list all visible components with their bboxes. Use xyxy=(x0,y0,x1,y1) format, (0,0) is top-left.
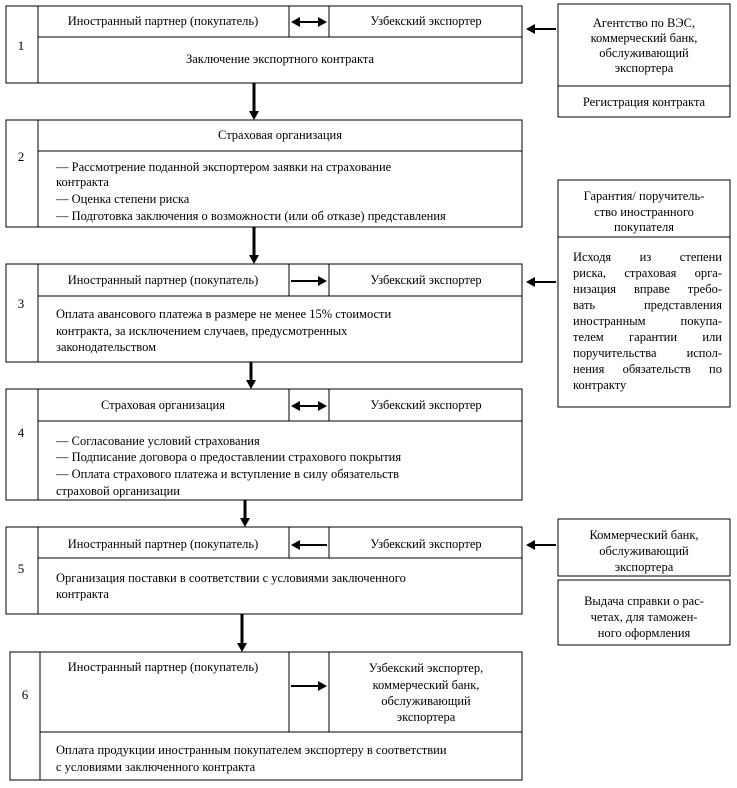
stage-4-item-4: страховой организации xyxy=(56,484,180,498)
stage-1-party-arrow-head-left xyxy=(291,17,300,27)
agency-title-line-2: коммерческий банк, xyxy=(590,31,698,45)
stage-3-left-party: Иностранный партнер (покупатель) xyxy=(67,273,259,287)
stage-6-outer-box xyxy=(9,651,523,781)
guarantee-title-line-3: покупателя xyxy=(614,220,674,234)
guarantee-to-stage-3-arrow-head xyxy=(526,277,535,287)
stage-3-party-arrow-head xyxy=(318,276,327,286)
stage-3-action-line-2: контракта, за исключением случаев, преду… xyxy=(56,324,348,338)
guarantee-body-line-8: нения обязательств по xyxy=(573,362,722,376)
guarantee-title-line-1: Гарантия/ поручитель- xyxy=(583,189,705,203)
guarantee-side-box xyxy=(557,179,731,408)
guarantee-body-line-6: телем гарантии или xyxy=(573,330,722,344)
stage-3-number: 3 xyxy=(17,296,25,311)
stage-6-right-party-line-4: экспортера xyxy=(396,710,456,724)
bank-body-line-2: четах, для таможен- xyxy=(590,610,698,624)
flow-arrow-5-6-head xyxy=(237,643,247,652)
stage-6-left-party: Иностранный партнер (покупатель) xyxy=(67,660,259,674)
stage-5-party-arrow-head xyxy=(291,540,300,550)
stage-2-header: Страховая организация xyxy=(218,128,342,142)
stage-5-action-line-1: Организация поставки в соответствии с ус… xyxy=(56,571,406,585)
agency-title-line-1: Агентство по ВЭС, xyxy=(592,16,696,30)
stage-1-outer-box xyxy=(5,5,523,84)
guarantee-body-line-2: риска, страховая орга- xyxy=(573,266,722,280)
guarantee-title-line-2: ство иностранного xyxy=(594,205,694,219)
stage-4-party-arrow-head-right xyxy=(318,401,327,411)
stage-6-party-arrow-head xyxy=(318,681,327,691)
agency-title-line-4: экспортера xyxy=(614,61,674,75)
guarantee-body-line-4: вать представления xyxy=(573,298,722,312)
flow-arrow-1-2-head xyxy=(249,111,259,120)
stage-4-item-2: — Подписание договора о предоставлении с… xyxy=(56,450,402,464)
stage-2-outer-box xyxy=(5,119,523,228)
stage-4-number: 4 xyxy=(17,425,25,440)
stage-2-item-3: — Оценка степени риска xyxy=(56,192,190,206)
stage-3-action-line-1: Оплата авансового платежа в размере не м… xyxy=(56,307,392,321)
stage-6-action-line-1: Оплата продукции иностранным покупателем… xyxy=(56,743,447,757)
guarantee-body-line-7: поручительства испол- xyxy=(573,346,722,360)
bank-body-line-1: Выдача справки о рас- xyxy=(584,594,704,608)
bank-title-line-1: Коммерческий банк, xyxy=(589,528,699,542)
stage-4-item-3: — Оплата страхового платежа и вступление… xyxy=(56,467,400,481)
bank-title-line-2: обслуживающий xyxy=(599,544,689,558)
stage-4-outer-box xyxy=(5,388,523,501)
agency-title-line-3: обслуживающий xyxy=(599,46,689,60)
stage-3-outer-box xyxy=(5,263,523,363)
bank-to-stage-5-arrow-head xyxy=(526,540,535,550)
stage-6-right-party-line-3: обслуживающий xyxy=(381,694,471,708)
stage-1-right-party: Узбекский экспортер xyxy=(370,14,482,28)
bank-title-line-3: экспортера xyxy=(614,560,674,574)
stage-5-action-line-2: контракта xyxy=(56,587,109,601)
stage-4-right-party: Узбекский экспортер xyxy=(370,398,482,412)
stage-5-outer-box xyxy=(5,526,523,615)
guarantee-body-line-3: низация вправе требо- xyxy=(573,282,722,296)
agency-side-box xyxy=(557,3,731,118)
stage-6-right-party-line-2: коммерческий банк, xyxy=(372,678,480,692)
agency-action: Регистрация контракта xyxy=(582,95,706,109)
stage-1-number: 1 xyxy=(17,38,25,53)
bank-side-box-body xyxy=(557,579,731,646)
guarantee-body-line-1: Исходя из степени xyxy=(573,250,722,264)
stage-4-party-arrow-head-left xyxy=(291,401,300,411)
stage-6-number: 6 xyxy=(21,687,29,702)
stage-4-item-1: — Согласование условий страхования xyxy=(56,434,260,448)
stage-1-action: Заключение экспортного контракта xyxy=(185,52,375,66)
stage-6-right-party-line-1: Узбекский экспортер, xyxy=(368,661,484,675)
stage-4-left-party: Страховая организация xyxy=(101,398,225,412)
flow-arrow-4-5-head xyxy=(240,518,250,527)
flow-arrow-2-3-head xyxy=(249,255,259,264)
bank-side-box-title xyxy=(557,518,731,577)
guarantee-body-line-9: контракту xyxy=(573,378,627,392)
stage-1-left-party: Иностранный партнер (покупатель) xyxy=(67,14,259,28)
stage-2-item-4: — Подготовка заключения о возможности (и… xyxy=(56,209,446,223)
stage-2-item-1: — Рассмотрение поданной экспортером заяв… xyxy=(56,160,392,174)
stage-5-right-party: Узбекский экспортер xyxy=(370,537,482,551)
guarantee-body-line-5: иностранным покупа- xyxy=(573,314,722,328)
stage-2-number: 2 xyxy=(17,149,25,164)
stage-6-action-line-2: с условиями заключенного контракта xyxy=(56,760,256,774)
flow-arrow-3-4-head xyxy=(246,380,256,389)
stage-2-item-2: контракта xyxy=(56,175,109,189)
stage-5-left-party: Иностранный партнер (покупатель) xyxy=(67,537,259,551)
stage-5-number: 5 xyxy=(17,561,25,576)
stage-3-action-line-3: законодательством xyxy=(56,340,157,354)
stage-3-right-party: Узбекский экспортер xyxy=(370,273,482,287)
stage-1-party-arrow-head-right xyxy=(318,17,327,27)
bank-body-line-3: ного оформления xyxy=(597,626,691,640)
agency-to-stage-1-arrow-head xyxy=(526,24,535,34)
